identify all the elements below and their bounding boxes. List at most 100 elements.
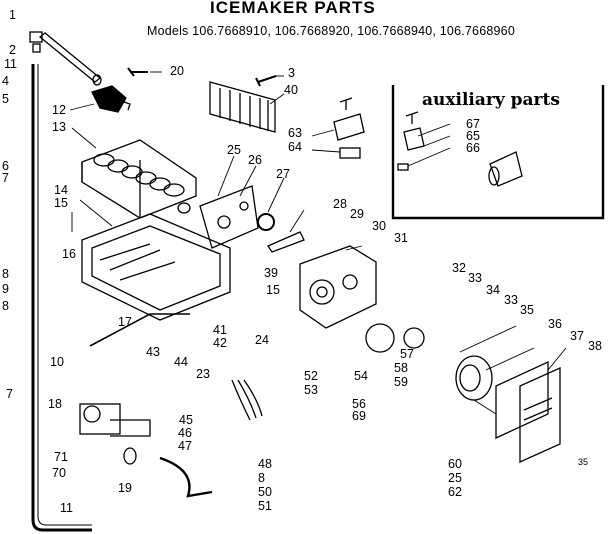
saddle-valve	[333, 97, 365, 159]
callout: 30	[372, 219, 386, 233]
motor	[455, 355, 493, 401]
callout: 53	[304, 383, 318, 397]
callout: 50	[258, 485, 272, 499]
callout: 6	[2, 159, 9, 173]
callout: 56	[352, 397, 366, 411]
callout: 31	[394, 231, 408, 245]
callout: 40	[284, 83, 298, 97]
callout: 28	[333, 197, 347, 211]
callout: 9	[2, 282, 9, 296]
louver-grille	[209, 81, 276, 133]
callout: 25	[448, 471, 462, 485]
callout: 62	[448, 485, 462, 499]
callout: 16	[62, 247, 76, 261]
callout: 32	[452, 261, 466, 275]
tube-fitting-top	[29, 31, 102, 86]
callout: 8	[2, 267, 9, 281]
callout: 42	[213, 336, 227, 350]
callout: 34	[486, 283, 500, 297]
callout: 11	[4, 57, 17, 71]
callout: 39	[264, 266, 278, 280]
callout: 57	[400, 347, 414, 361]
callout: 14	[54, 183, 68, 197]
page-title: ICEMAKER PARTS	[210, 0, 376, 17]
cam-57	[365, 323, 395, 353]
callout: 3	[288, 66, 295, 80]
shutoff-arm	[267, 231, 305, 253]
callout: 66	[466, 141, 480, 155]
callout: 70	[52, 466, 66, 480]
callout: 48	[258, 457, 272, 471]
callout: 24	[255, 333, 269, 347]
callout: 27	[276, 167, 290, 181]
screw-20	[127, 67, 148, 77]
callout: 15	[266, 283, 280, 297]
callout: 63	[288, 126, 302, 140]
auxiliary-box	[391, 85, 605, 220]
callout: 51	[258, 499, 272, 513]
ice-mold	[81, 139, 197, 219]
model-numbers: Models 106.7668910, 106.7668920, 106.766…	[147, 24, 515, 38]
callout: 20	[170, 64, 184, 78]
callout: 7	[2, 171, 9, 185]
callout: 58	[394, 361, 408, 375]
callout: 23	[196, 367, 210, 381]
callout: 2	[9, 43, 16, 57]
callout: 18	[48, 397, 62, 411]
callout: 65	[466, 129, 480, 143]
callout: 5	[2, 92, 9, 106]
callout: 54	[354, 369, 368, 383]
callout: 43	[146, 345, 160, 359]
callout: 19	[118, 481, 132, 495]
callout: 1	[9, 8, 16, 22]
icemaker-housing	[81, 213, 231, 321]
callout: 46	[178, 426, 192, 440]
callout: 15	[54, 196, 68, 210]
callout: 25	[227, 143, 241, 157]
auxiliary-parts-title: auxiliary parts	[422, 90, 560, 110]
callout: 26	[248, 153, 262, 167]
callout: 60	[448, 457, 462, 471]
screw-3	[255, 75, 277, 87]
callout: 4	[2, 74, 9, 88]
wire-harness	[231, 379, 263, 421]
callout: 35	[520, 303, 534, 317]
callout: 29	[350, 207, 364, 221]
water-valve	[79, 403, 151, 465]
callout: 17	[118, 315, 132, 329]
callout: 71	[54, 450, 68, 464]
callout: 10	[50, 355, 64, 369]
callout: 69	[352, 409, 366, 423]
callout: 44	[174, 355, 188, 369]
callout: 7	[6, 387, 13, 401]
corner-mark: 35	[578, 457, 589, 467]
callout: 38	[588, 339, 602, 353]
callout: 8	[258, 471, 265, 485]
fill-cup	[91, 85, 131, 113]
callout: 36	[548, 317, 562, 331]
control-housing	[299, 245, 377, 329]
callout: 47	[178, 439, 192, 453]
callout: 8	[2, 299, 9, 313]
callout: 52	[304, 369, 318, 383]
callout: 11	[60, 501, 73, 515]
inlet-tube	[159, 456, 213, 498]
timing-switch	[403, 327, 425, 349]
drive-gear	[257, 213, 275, 231]
callout: 64	[288, 140, 302, 154]
aux-cartridge	[488, 151, 523, 187]
leader-lines	[69, 71, 567, 415]
callout: 41	[213, 323, 227, 337]
callout: 13	[52, 120, 66, 134]
callout: 33	[468, 271, 482, 285]
callout: 59	[394, 375, 408, 389]
callout: 37	[570, 329, 584, 343]
callout: 33	[504, 293, 518, 307]
callout: 45	[179, 413, 193, 427]
mounting-plate	[199, 185, 259, 249]
ice-level-arm	[89, 313, 190, 347]
callout: 12	[52, 103, 66, 117]
fill-tube	[31, 64, 92, 532]
